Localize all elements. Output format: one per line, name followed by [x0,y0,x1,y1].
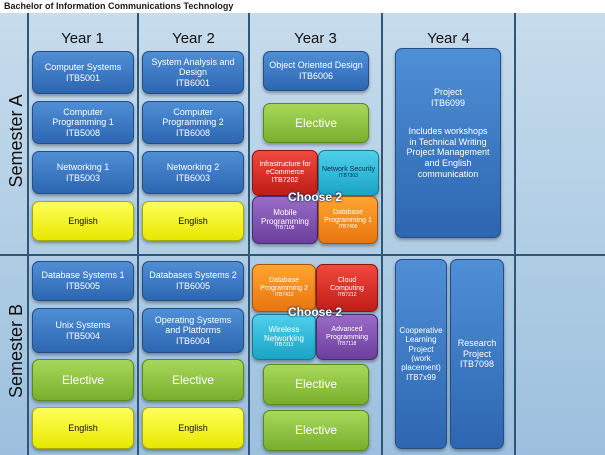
course-english-y2a: English [142,201,244,241]
course-wireless-networking: Wireless Networking ITB7313 [252,314,316,360]
year-3-header: Year 3 [294,30,337,47]
year-1-header: Year 1 [61,30,104,47]
grid-line [514,13,516,455]
course-cooperative-learning-project: Cooperative Learning Project (work place… [395,259,447,449]
course-cloud-computing: Cloud Computing ITB7212 [316,264,378,312]
course-database-systems-1: Database Systems 1 ITB5005 [32,261,134,301]
choose-2-label-a: Choose 2 [288,190,343,204]
course-research-project: Research Project ITB7098 [450,259,504,449]
course-databases-systems-2: Databases Systems 2 ITB6005 [142,261,244,301]
course-elective-y2b: Elective [142,359,244,401]
course-elective-y3b-1: Elective [263,364,369,405]
course-operating-systems-platforms: Operating Systems and Platforms ITB6004 [142,308,244,353]
course-database-programming-2: Database Programming 2 ITB7413 [252,264,316,312]
year-4-header: Year 4 [427,30,470,47]
grid-line [137,13,139,455]
course-elective-y3a: Elective [263,103,369,143]
semester-b-label: Semester B [6,303,26,399]
grid-line [27,13,29,455]
semester-a-label: Semester A [6,94,26,188]
course-computer-programming-2: Computer Programming 2 ITB6008 [142,101,244,144]
course-english-y1a: English [32,201,134,241]
course-networking-1: Networking 1 ITB5003 [32,151,134,194]
course-system-analysis-design: System Analysis and Design ITB6001 [142,51,244,94]
program-title: Bachelor of Information Communications T… [4,1,234,11]
year-2-header: Year 2 [172,30,215,47]
course-english-y2b: English [142,407,244,449]
course-project: Project ITB6099 Includes workshops in Te… [395,48,501,238]
course-elective-y1b: Elective [32,359,134,401]
course-mobile-programming: Mobile Programming ITB7108 [252,196,318,244]
course-computer-systems: Computer Systems ITB5001 [32,51,134,94]
grid-line [0,254,605,256]
course-unix-systems: Unix Systems ITB5004 [32,308,134,353]
course-database-programming-1: Database Programming 1 ITB7405 [318,196,378,244]
course-network-security: Network Security ITB7303 [318,150,379,196]
course-infrastructure-ecommerce: Infrastructure for eCommerce ITB7202 [252,150,318,196]
grid-line [381,13,383,455]
course-advanced-programming: Advanced Programming ITB7118 [316,314,378,360]
course-networking-2: Networking 2 ITB6003 [142,151,244,194]
course-english-y1b: English [32,407,134,449]
course-elective-y3b-2: Elective [263,410,369,451]
choose-2-label-b: Choose 2 [288,305,343,319]
course-object-oriented-design: Object Oriented Design ITB6006 [263,51,369,91]
course-computer-programming-1: Computer Programming 1 ITB5008 [32,101,134,144]
grid-line [248,13,250,455]
